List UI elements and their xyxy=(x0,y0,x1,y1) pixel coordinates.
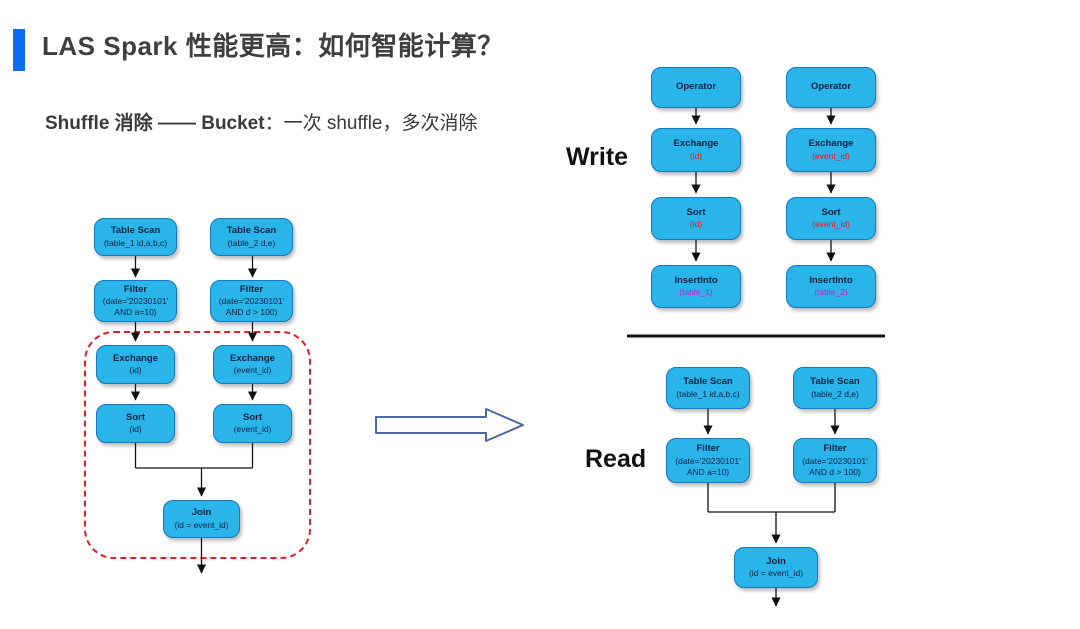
node-sub: (event_id) xyxy=(233,365,272,376)
node-sub: (id = event_id) xyxy=(748,568,804,579)
node-sub: (event_id) xyxy=(812,219,850,230)
node-read-table-scan-1: Table Scan (table_1 id,a,b,c) xyxy=(666,367,750,409)
node-title: Exchange xyxy=(113,352,158,364)
node-sub: (date='20230101' AND d > 100) xyxy=(218,296,285,318)
node-title: Filter xyxy=(696,443,720,455)
node-write-exchange-2: Exchange (event_id) xyxy=(786,128,876,172)
node-table-scan-2: Table Scan (table_2 d,e) xyxy=(210,218,293,256)
node-read-filter-2: Filter (date='20230101' AND d > 100) xyxy=(793,438,877,483)
node-write-sort-1: Sort (id) xyxy=(651,197,741,240)
node-sub: (table_1 id,a,b,c) xyxy=(103,237,168,248)
node-title: Join xyxy=(191,507,212,519)
node-title: Table Scan xyxy=(110,225,161,237)
write-section-label: Write xyxy=(566,143,629,171)
node-sub: (date='20230101' AND a=10) xyxy=(675,455,741,477)
node-insert-into-1: InsertInto (table_1) xyxy=(651,265,741,308)
node-title: Sort xyxy=(821,206,841,218)
node-sub: (id) xyxy=(129,424,142,435)
read-section-label: Read xyxy=(585,445,647,473)
node-title: Exchange xyxy=(230,352,275,364)
node-sort-2: Sort (event_id) xyxy=(213,404,292,443)
node-filter-1: Filter (date='20230101' AND a=10) xyxy=(94,280,177,322)
node-title: Exchange xyxy=(673,138,719,150)
node-sub: (table_2 d,e) xyxy=(811,388,859,399)
node-title: Filter xyxy=(823,443,847,455)
node-read-join: Join (id = event_id) xyxy=(734,547,818,588)
node-sub: (date='20230101' AND d > 100) xyxy=(802,455,868,477)
shuffle-elimination-region-outline xyxy=(84,331,311,559)
node-title: Sort xyxy=(126,411,145,423)
node-read-filter-1: Filter (date='20230101' AND a=10) xyxy=(666,438,750,483)
node-title: Join xyxy=(766,555,786,567)
node-title: Table Scan xyxy=(226,225,277,237)
node-sub: (date='20230101' AND a=10) xyxy=(102,296,169,318)
transform-arrow-icon xyxy=(375,408,524,442)
node-exchange-1: Exchange (id) xyxy=(96,345,175,384)
node-write-sort-2: Sort (event_id) xyxy=(786,197,876,240)
node-join: Join (id = event_id) xyxy=(163,500,240,538)
node-sort-1: Sort (id) xyxy=(96,404,175,443)
node-title: Operator xyxy=(675,81,717,93)
node-title: Exchange xyxy=(808,138,854,150)
node-operator-2: Operator xyxy=(786,67,876,108)
page-title: LAS Spark 性能更高：如何智能计算？ xyxy=(42,31,504,61)
node-read-table-scan-2: Table Scan (table_2 d,e) xyxy=(793,367,877,409)
node-title: Filter xyxy=(239,283,264,295)
node-title: Sort xyxy=(243,411,262,423)
node-sub: (event_id) xyxy=(812,150,850,161)
node-insert-into-2: InsertInto (table_2) xyxy=(786,265,876,308)
node-sub: (id) xyxy=(689,150,703,161)
node-sub: (event_id) xyxy=(233,424,272,435)
node-write-exchange-1: Exchange (id) xyxy=(651,128,741,172)
node-title: Filter xyxy=(123,283,148,295)
title-accent-bar xyxy=(13,29,25,71)
node-title: InsertInto xyxy=(674,274,718,286)
node-title: Table Scan xyxy=(810,376,860,388)
node-title: Sort xyxy=(686,206,706,218)
node-title: InsertInto xyxy=(809,274,853,286)
node-title: Operator xyxy=(810,81,852,93)
node-exchange-2: Exchange (event_id) xyxy=(213,345,292,384)
subtitle-rest: ：一次 shuffle，多次消除 xyxy=(264,113,478,134)
node-sub: (table_2) xyxy=(814,287,848,298)
node-sub: (id = event_id) xyxy=(174,519,229,530)
node-title: Table Scan xyxy=(683,376,733,388)
subtitle-bold: Shuffle 消除 —— Bucket xyxy=(45,113,265,134)
node-sub: (table_2 d,e) xyxy=(227,237,276,248)
node-sub: (id) xyxy=(129,365,142,376)
node-operator-1: Operator xyxy=(651,67,741,108)
node-sub: (id) xyxy=(689,219,703,230)
node-sub: (table_1 id,a,b,c) xyxy=(676,388,740,399)
node-filter-2: Filter (date='20230101' AND d > 100) xyxy=(210,280,293,322)
node-sub: (table_1) xyxy=(679,287,713,298)
subtitle: Shuffle 消除 —— Bucket：一次 shuffle，多次消除 xyxy=(45,108,478,135)
node-table-scan-1: Table Scan (table_1 id,a,b,c) xyxy=(94,218,177,256)
